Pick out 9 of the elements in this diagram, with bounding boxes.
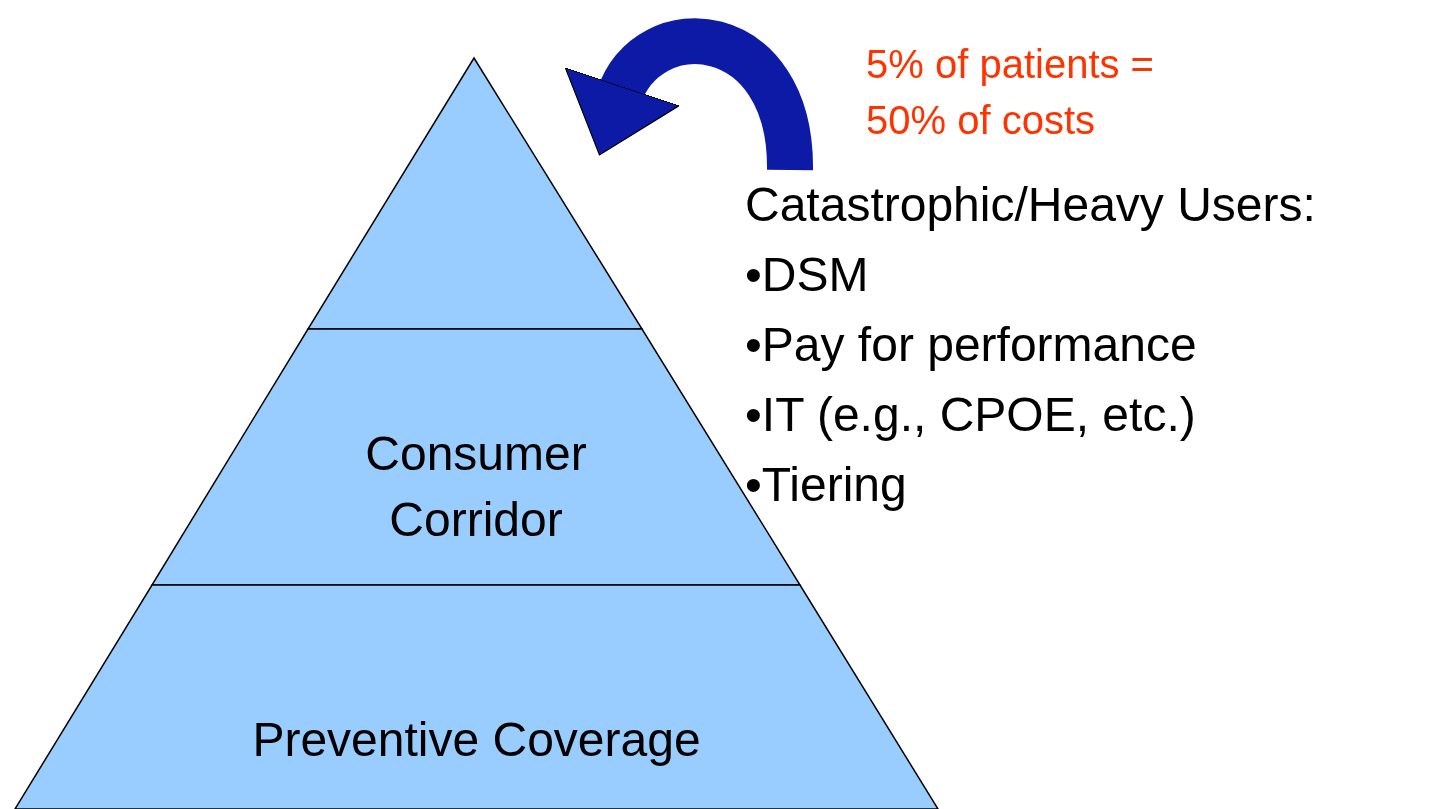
bullet-item: •IT (e.g., CPOE, etc.) xyxy=(745,387,1196,443)
curved-arrow xyxy=(568,18,813,172)
tier-label: Preventive Coverage xyxy=(251,712,702,768)
bullet-item: •DSM xyxy=(745,247,869,303)
tier-label: Consumer Corridor xyxy=(364,426,588,548)
note-text: 5% of patients = 50% of costs xyxy=(866,41,1155,144)
bullet-item: •Pay for performance xyxy=(745,317,1197,373)
bullet-item: •Tiering xyxy=(745,457,907,513)
heading-text: Catastrophic/Heavy Users: xyxy=(745,177,1316,233)
